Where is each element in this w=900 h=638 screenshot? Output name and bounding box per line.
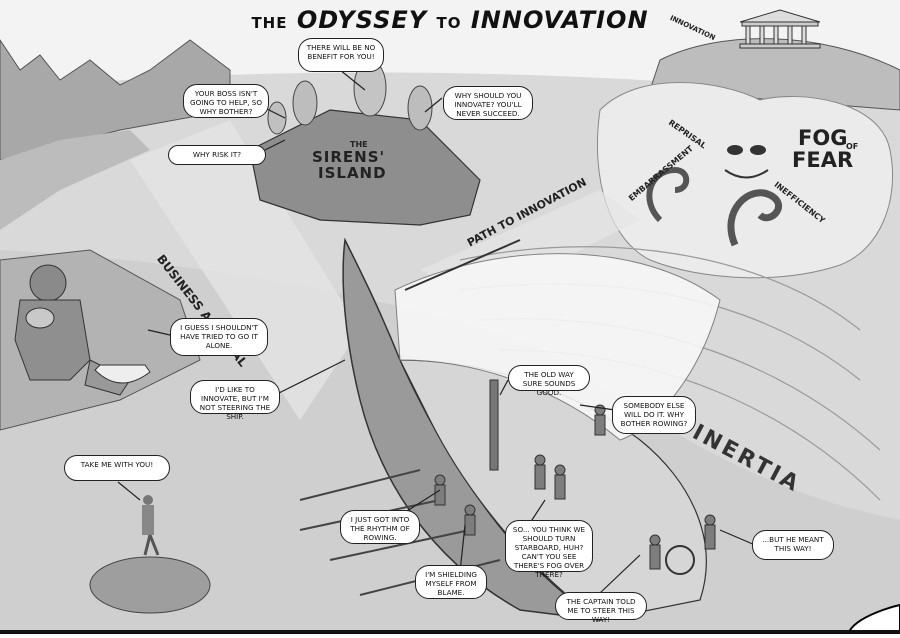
bubble-captain: THE CAPTAIN TOLD ME TO STEER THIS WAY!	[555, 592, 647, 624]
page-title: THE ODYSSEY TO INNOVATION	[0, 6, 900, 34]
bubble-he-meant: ...BUT HE MEANT THIS WAY!	[752, 530, 834, 560]
tentacle-embarrassment	[646, 166, 690, 223]
title-to: TO	[436, 14, 462, 32]
ship-yard	[404, 239, 521, 291]
rock-island	[89, 556, 211, 614]
bubble-why-innovate: WHY SHOULD YOU INNOVATE? YOU'LL NEVER SU…	[443, 86, 533, 120]
title-the: THE	[251, 14, 288, 32]
bottom-border	[0, 630, 900, 634]
crew-figures	[434, 404, 716, 570]
cyclops-figure	[14, 264, 131, 396]
bubble-not-steering: I'D LIKE TO INNOVATE, BUT I'M NOT STEERI…	[190, 380, 280, 421]
castaway-figure	[142, 495, 160, 556]
bubble-why-risk: WHY RISK IT?	[168, 145, 266, 165]
title-odyssey: ODYSSEY	[296, 6, 428, 34]
bubble-shielding: I'M SHIELDING MYSELF FROM BLAME.	[415, 565, 487, 599]
label-sirens-name: SIRENS'	[312, 148, 386, 166]
label-of: OF	[846, 142, 859, 151]
bubble-boss: YOUR BOSS ISN'T GOING TO HELP, SO WHY BO…	[183, 84, 269, 118]
label-fog: FOG	[798, 126, 848, 150]
label-fear: FEAR	[792, 148, 854, 172]
bubble-tails	[117, 69, 756, 594]
ship-wheel-icon	[665, 545, 695, 575]
bubble-rhythm: I JUST GOT INTO THE RHYTHM OF ROWING.	[340, 510, 420, 544]
fog-of-fear-cloud	[597, 82, 894, 279]
bubble-go-alone: I GUESS I SHOULDN'T HAVE TRIED TO GO IT …	[170, 318, 268, 356]
ship-mast	[489, 379, 499, 471]
tentacle-inefficiency	[727, 189, 782, 247]
bubble-take-me: TAKE ME WITH YOU!	[64, 455, 170, 481]
bubble-somebody-else: SOMEBODY ELSE WILL DO IT. WHY BOTHER ROW…	[612, 396, 696, 434]
label-sirens-the: THE	[350, 140, 368, 149]
bubble-no-benefit: THERE WILL BE NO BENEFIT FOR YOU!	[298, 38, 384, 72]
label-sirens-island: ISLAND	[318, 164, 387, 182]
sirens-figures	[267, 59, 433, 135]
sirens-island	[249, 109, 481, 226]
fog-face	[724, 145, 769, 179]
temple-icon	[739, 9, 821, 49]
business-as-usual-path	[130, 120, 360, 420]
title-innovation: INNOVATION	[470, 6, 649, 34]
rowboat	[94, 364, 151, 384]
bubble-starboard: SO... YOU THINK WE SHOULD TURN STARBOARD…	[505, 520, 593, 579]
bubble-old-way: THE OLD WAY SURE SOUNDS GOOD.	[508, 365, 590, 397]
